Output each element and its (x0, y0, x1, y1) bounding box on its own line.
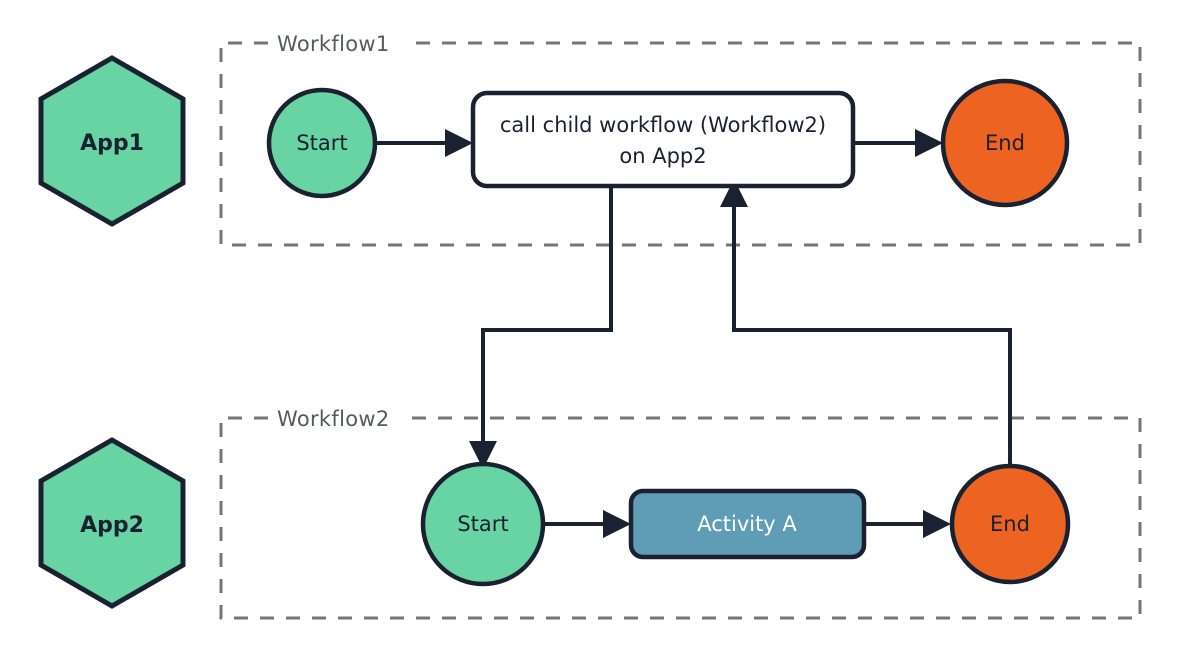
edge-child-end-to-task (720, 179, 1012, 466)
workflow2-label: Workflow2 (277, 407, 390, 431)
wf2-start-node[interactable]: Start (420, 461, 546, 587)
edge-task-to-end-arrowhead (915, 129, 943, 157)
group-workflow1: Workflow1 (219, 32, 1142, 247)
wf1-end-label: End (985, 131, 1025, 155)
wf2-end-node[interactable]: End (949, 463, 1071, 585)
wf1-task-label-line2: on App2 (619, 144, 706, 168)
edge-task-to-child-start-arrowhead (469, 441, 497, 469)
edge-task-to-child-start-line (481, 186, 613, 443)
wf1-task-box (470, 90, 856, 189)
wf2-activity-box (628, 488, 867, 560)
wf1-task-label-line1: call child workflow (Workflow2) (500, 113, 826, 137)
wf1-end-circle (940, 78, 1070, 208)
edge-start-to-task-arrowhead (445, 129, 473, 157)
wf2-start-label: Start (457, 512, 508, 536)
wf2-activity-label: Activity A (697, 512, 797, 536)
wf1-start-label: Start (296, 131, 347, 155)
app2-node[interactable]: App2 (38, 437, 186, 609)
wf2-end-label: End (990, 512, 1030, 536)
app1-label: App1 (80, 131, 144, 156)
wf1-end-node[interactable]: End (940, 78, 1070, 208)
edge-child-end-to-task-line (732, 205, 1012, 466)
wf2-end-circle (949, 463, 1071, 585)
app2-hexagon-shape (38, 437, 186, 609)
workflow1-label: Workflow1 (277, 32, 390, 56)
edge-child-end-to-task-arrowhead (720, 179, 748, 207)
app1-node[interactable]: App1 (38, 55, 186, 227)
edge-start-to-task (375, 129, 473, 157)
edge-child-start-to-activity (543, 510, 631, 538)
app1-hexagon-shape (38, 55, 186, 227)
wf1-task-node[interactable]: call child workflow (Workflow2) on App2 (470, 90, 856, 189)
edge-activity-to-child-end (864, 510, 951, 538)
edge-task-to-end (853, 129, 943, 157)
app2-label: App2 (80, 513, 144, 538)
workflow2-dashed-border (219, 416, 1142, 620)
workflow1-dashed-border (219, 41, 1142, 247)
wf1-start-node[interactable]: Start (266, 87, 378, 199)
edge-task-to-child-start (469, 186, 613, 469)
wf2-start-circle (420, 461, 546, 587)
edge-activity-to-child-end-arrowhead (923, 510, 951, 538)
wf1-start-circle (266, 87, 378, 199)
group-workflow2: Workflow2 (219, 407, 1142, 620)
wf2-activity-node[interactable]: Activity A (628, 488, 867, 560)
edge-child-start-to-activity-arrowhead (603, 510, 631, 538)
